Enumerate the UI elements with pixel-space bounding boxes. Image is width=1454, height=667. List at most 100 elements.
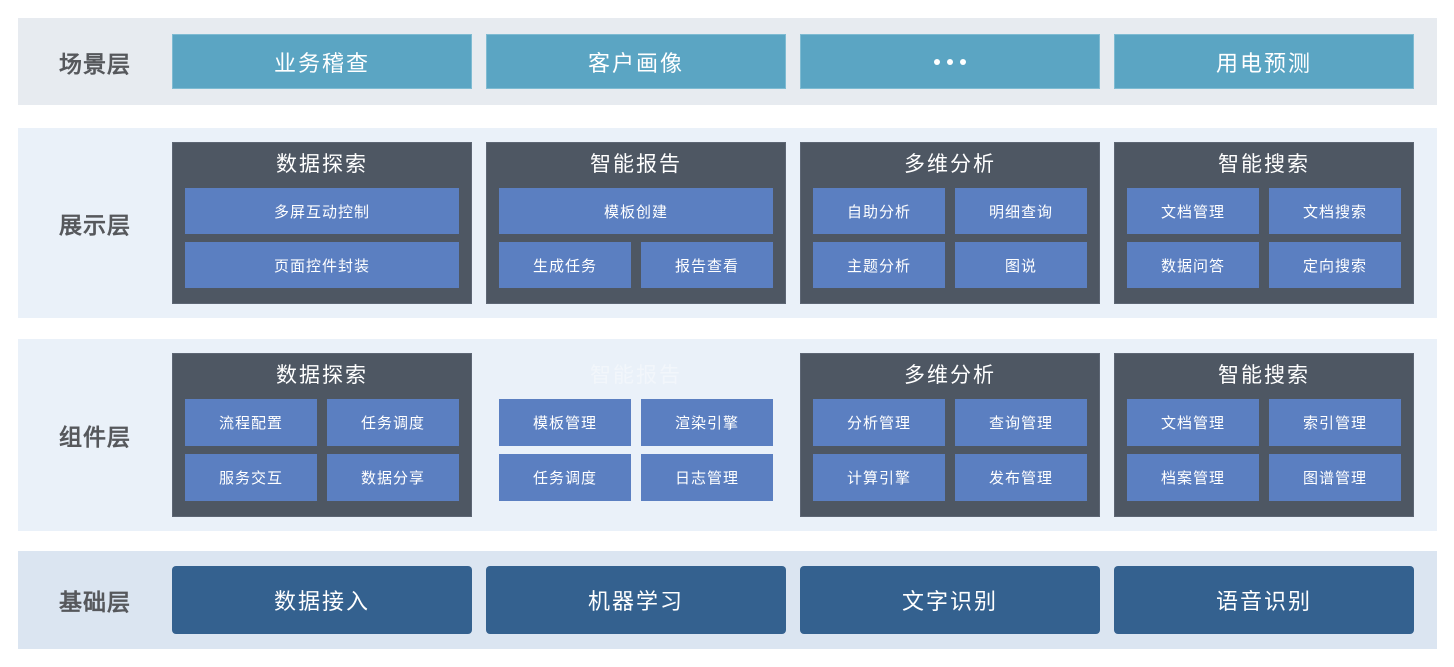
- chip-button[interactable]: 任务调度: [327, 399, 459, 447]
- base-card-2[interactable]: 文字识别: [800, 566, 1100, 634]
- chip-row: 自助分析明细查询: [813, 188, 1087, 235]
- column: 数据接入: [172, 551, 472, 649]
- card-label: 客户画像: [587, 50, 684, 76]
- scene-card-3[interactable]: 用电预测: [1114, 34, 1414, 89]
- chip-group: 文档管理文档搜索数据问答定向搜索: [1127, 185, 1401, 291]
- column: 语音识别: [1114, 551, 1414, 649]
- chip-button[interactable]: 发布管理: [955, 454, 1087, 502]
- chip-button[interactable]: 索引管理: [1269, 399, 1401, 447]
- base-card-3[interactable]: 语音识别: [1114, 566, 1414, 634]
- chip-row: 档案管理图谱管理: [1127, 454, 1401, 502]
- chip-row: 数据问答定向搜索: [1127, 242, 1401, 289]
- group-title: 智能报告: [590, 364, 682, 387]
- chip-group: 多屏互动控制页面控件封装: [185, 185, 459, 291]
- layer-label-base: 基础层: [59, 589, 131, 615]
- chip-button[interactable]: 渲染引擎: [641, 399, 773, 447]
- column: 机器学习: [486, 551, 786, 649]
- chip-row: 模板创建: [499, 188, 773, 235]
- card-label: 数据接入: [273, 589, 370, 614]
- scene-card-2[interactable]: [800, 34, 1100, 89]
- card-label: 文字识别: [901, 589, 998, 614]
- column: 数据探索多屏互动控制页面控件封装: [172, 128, 472, 318]
- chip-row: 服务交互数据分享: [185, 454, 459, 502]
- chip-button[interactable]: 定向搜索: [1269, 242, 1401, 289]
- layer-label-scene: 场景层: [59, 50, 131, 77]
- column: 文字识别: [800, 551, 1100, 649]
- chip-button[interactable]: 日志管理: [641, 454, 773, 502]
- chip-button[interactable]: 图说: [955, 242, 1087, 289]
- chip-button[interactable]: 图谱管理: [1269, 454, 1401, 502]
- dot: [960, 58, 966, 65]
- chip-button[interactable]: 查询管理: [955, 399, 1087, 447]
- chip-button[interactable]: 分析管理: [813, 399, 945, 447]
- chip-button[interactable]: 主题分析: [813, 242, 945, 289]
- card-label: 语音识别: [1215, 589, 1312, 614]
- column: 多维分析分析管理查询管理计算引擎发布管理: [800, 339, 1100, 531]
- chip-button[interactable]: 生成任务: [499, 242, 631, 289]
- group-title: 智能报告: [590, 153, 682, 176]
- column: 智能搜索文档管理索引管理档案管理图谱管理: [1114, 339, 1414, 531]
- group-title: 智能搜索: [1218, 153, 1310, 176]
- layer-label-component: 组件层: [59, 424, 131, 450]
- layer-columns-base: 数据接入 机器学习 文字识别 语音识别: [172, 551, 1437, 649]
- group-card-3[interactable]: 智能搜索文档管理文档搜索数据问答定向搜索: [1114, 142, 1414, 304]
- group-card-1[interactable]: 智能报告模板创建生成任务报告查看: [486, 142, 786, 304]
- group-card-0[interactable]: 数据探索流程配置任务调度服务交互数据分享: [172, 353, 472, 517]
- dot: [934, 58, 940, 65]
- group-card-1[interactable]: 智能报告模板管理渲染引擎任务调度日志管理: [486, 353, 786, 517]
- chip-row: 主题分析图说: [813, 242, 1087, 289]
- column: 数据探索流程配置任务调度服务交互数据分享: [172, 339, 472, 531]
- group-title: 智能搜索: [1218, 364, 1310, 387]
- chip-row: 页面控件封装: [185, 242, 459, 289]
- chip-row: 文档管理文档搜索: [1127, 188, 1401, 235]
- scene-card-1[interactable]: 客户画像: [486, 34, 786, 89]
- chip-button[interactable]: 数据问答: [1127, 242, 1259, 289]
- group-title: 多维分析: [904, 153, 996, 176]
- chip-button[interactable]: 档案管理: [1127, 454, 1259, 502]
- group-card-3[interactable]: 智能搜索文档管理索引管理档案管理图谱管理: [1114, 353, 1414, 517]
- chip-group: 自助分析明细查询主题分析图说: [813, 185, 1087, 291]
- chip-group: 模板创建生成任务报告查看: [499, 185, 773, 291]
- layer-band-scene: 场景层 业务稽查 客户画像 用电预测: [18, 18, 1437, 105]
- card-label: 机器学习: [587, 589, 684, 614]
- layer-band-component: 组件层数据探索流程配置任务调度服务交互数据分享智能报告模板管理渲染引擎任务调度日…: [18, 339, 1437, 531]
- card-label: 业务稽查: [273, 50, 370, 76]
- chip-row: 生成任务报告查看: [499, 242, 773, 289]
- column: [800, 18, 1100, 105]
- chip-button[interactable]: 报告查看: [641, 242, 773, 289]
- chip-button[interactable]: 任务调度: [499, 454, 631, 502]
- chip-button[interactable]: 流程配置: [185, 399, 317, 447]
- chip-group: 模板管理渲染引擎任务调度日志管理: [499, 396, 773, 504]
- chip-button[interactable]: 服务交互: [185, 454, 317, 502]
- chip-button[interactable]: 数据分享: [327, 454, 459, 502]
- column: 客户画像: [486, 18, 786, 105]
- chip-button[interactable]: 文档管理: [1127, 399, 1259, 447]
- layer-band-base: 基础层 数据接入 机器学习 文字识别 语音识别: [18, 551, 1437, 649]
- chip-row: 多屏互动控制: [185, 188, 459, 235]
- dot: [947, 58, 953, 65]
- chip-button[interactable]: 明细查询: [955, 188, 1087, 235]
- column: 多维分析自助分析明细查询主题分析图说: [800, 128, 1100, 318]
- chip-button[interactable]: 文档管理: [1127, 188, 1259, 235]
- group-card-2[interactable]: 多维分析自助分析明细查询主题分析图说: [800, 142, 1100, 304]
- chip-row: 计算引擎发布管理: [813, 454, 1087, 502]
- chip-row: 文档管理索引管理: [1127, 399, 1401, 447]
- group-title: 多维分析: [904, 364, 996, 387]
- chip-row: 分析管理查询管理: [813, 399, 1087, 447]
- chip-button[interactable]: 计算引擎: [813, 454, 945, 502]
- base-card-1[interactable]: 机器学习: [486, 566, 786, 634]
- chip-button[interactable]: 模板管理: [499, 399, 631, 447]
- chip-button[interactable]: 自助分析: [813, 188, 945, 235]
- chip-group: 分析管理查询管理计算引擎发布管理: [813, 396, 1087, 504]
- group-card-0[interactable]: 数据探索多屏互动控制页面控件封装: [172, 142, 472, 304]
- chip-button[interactable]: 页面控件封装: [185, 242, 459, 289]
- scene-card-0[interactable]: 业务稽查: [172, 34, 472, 89]
- chip-button[interactable]: 模板创建: [499, 188, 773, 235]
- chip-button[interactable]: 文档搜索: [1269, 188, 1401, 235]
- base-card-0[interactable]: 数据接入: [172, 566, 472, 634]
- layer-columns-display: 数据探索多屏互动控制页面控件封装智能报告模板创建生成任务报告查看多维分析自助分析…: [172, 128, 1437, 318]
- chip-button[interactable]: 多屏互动控制: [185, 188, 459, 235]
- group-card-2[interactable]: 多维分析分析管理查询管理计算引擎发布管理: [800, 353, 1100, 517]
- ellipsis-icon: [934, 58, 966, 65]
